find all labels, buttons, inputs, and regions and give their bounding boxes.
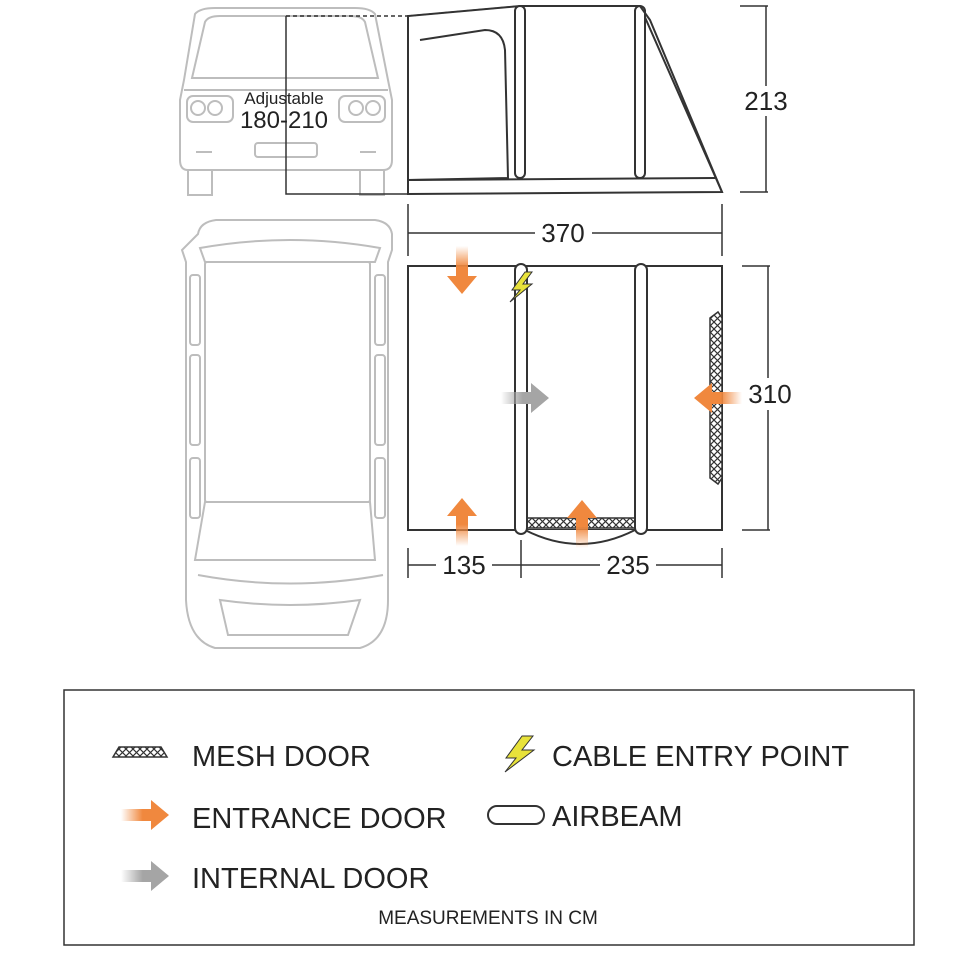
depth-total-label: 310: [748, 379, 791, 409]
legend-entrance-door: ENTRANCE DOOR: [192, 803, 447, 835]
width-dimension: [407, 204, 723, 256]
split-dimensions: [407, 540, 723, 578]
awning-front-view: [407, 5, 724, 196]
height-range-label: 180-210: [240, 107, 328, 134]
width-left-label: 135: [442, 550, 485, 580]
legend-internal-door: INTERNAL DOOR: [192, 863, 429, 895]
van-front-view: [179, 7, 393, 196]
measurements-footnote: MEASUREMENTS IN CM: [378, 908, 598, 929]
width-right-label: 235: [606, 550, 649, 580]
legend-airbeam: AIRBEAM: [552, 801, 683, 833]
awning-top-view: [407, 263, 723, 545]
adjustable-connector: [285, 5, 521, 195]
depth-dimension: [742, 265, 770, 531]
mesh-pattern-icon: [111, 746, 169, 758]
cable-entry-icon: [509, 271, 534, 303]
height-total-label: 213: [744, 86, 787, 116]
van-top-view: [180, 219, 393, 649]
legend-mesh-door: MESH DOOR: [192, 741, 371, 773]
adjustable-label: Adjustable: [244, 89, 323, 108]
lightning-bolt-icon: [504, 735, 536, 773]
airbeam-right: [634, 263, 648, 535]
height-dimension: [740, 5, 768, 193]
pill-outline-icon: [487, 805, 545, 825]
width-total-label: 370: [541, 218, 584, 248]
legend-cable-entry: CABLE ENTRY POINT: [552, 741, 849, 773]
